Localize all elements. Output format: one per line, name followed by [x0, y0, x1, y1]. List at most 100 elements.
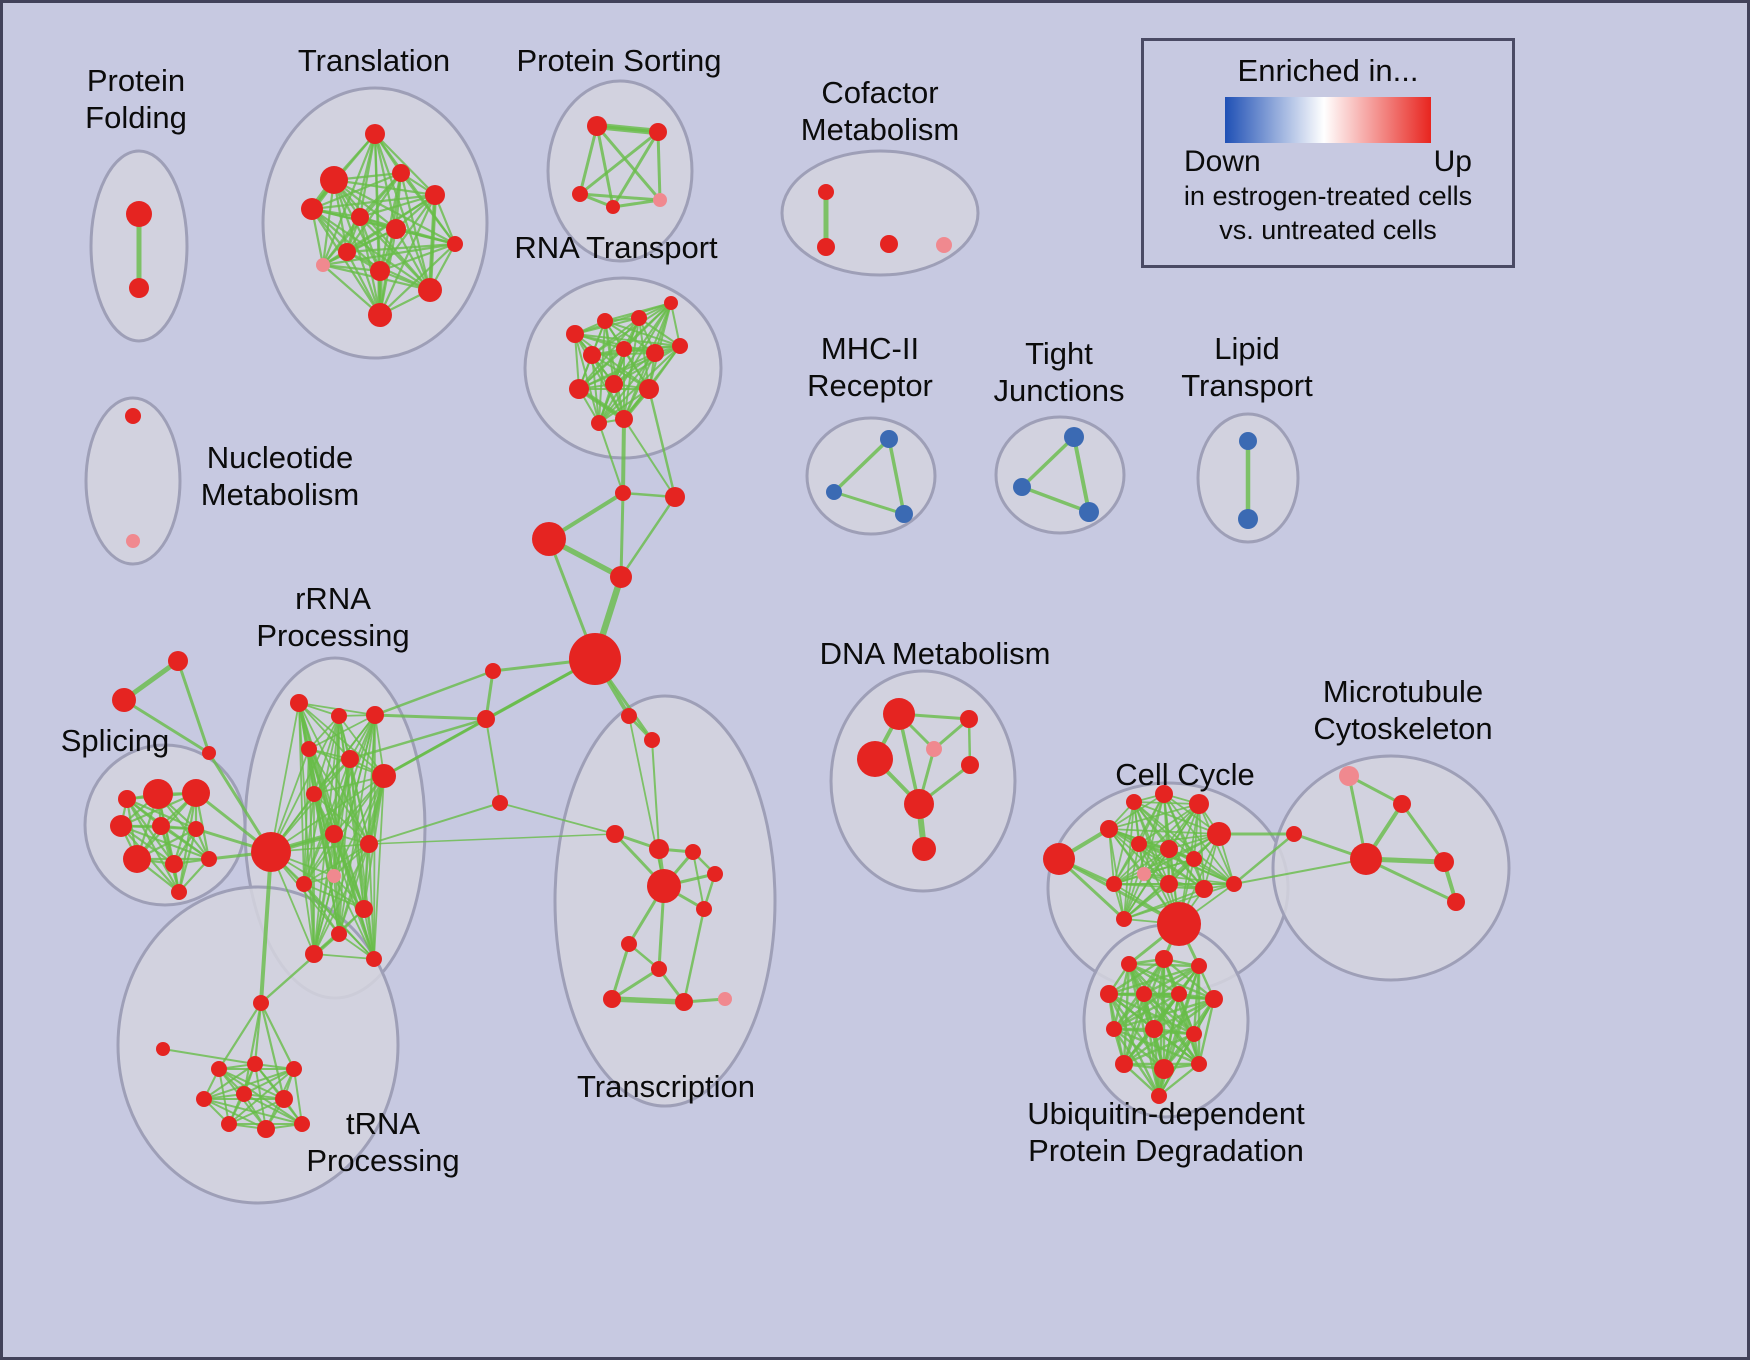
gene-set-node-rt3: [631, 310, 647, 326]
edge-mt4-cc14: [1233, 858, 1367, 885]
gene-set-node-nm2: [126, 534, 140, 548]
gene-set-node-tn2: [247, 1056, 263, 1072]
gene-set-node-rr9: [360, 835, 378, 853]
edge-rt13-cn1: [598, 422, 624, 494]
edge-rr3-rr8: [333, 714, 376, 835]
edge-cn7-rr3: [373, 713, 488, 721]
edge-rr3-rr4: [308, 714, 376, 750]
edge-cc2-cc4: [1108, 793, 1165, 830]
gene-set-node-sp1: [143, 779, 173, 809]
gene-set-node-mt3: [1286, 826, 1302, 842]
edge-cc5-cc13: [1198, 803, 1205, 890]
gene-set-node-mh1: [880, 430, 898, 448]
cluster-label-translation: Translation: [298, 43, 450, 78]
edge-cc7-cc15: [1123, 843, 1140, 920]
edge-tx2-tx4: [651, 739, 660, 850]
gene-set-node-cc5: [1189, 794, 1209, 814]
gene-set-node-sp6: [188, 821, 204, 837]
edge-sp6-sp10: [177, 827, 198, 894]
cluster-label-splicing: Splicing: [61, 723, 170, 758]
edge-ub10-ub11: [1122, 1032, 1196, 1066]
gene-set-node-rt2: [597, 313, 613, 329]
edge-rt8-rt10: [613, 345, 681, 385]
edge-mh2-mh3: [832, 490, 906, 516]
edge-rr11-rr13: [303, 883, 340, 935]
edge-ps1-ps2: [593, 122, 662, 136]
edge-rr7-rr15: [313, 793, 375, 960]
gene-set-node-ub7: [1205, 990, 1223, 1008]
gene-set-node-cn3: [532, 522, 566, 556]
gene-set-node-cc12: [1160, 875, 1178, 893]
gene-set-node-tg1: [168, 651, 188, 671]
gene-set-node-lp2: [1238, 509, 1258, 529]
edge-rt11-rt13: [598, 388, 650, 424]
edge-tl7-tl13: [394, 227, 457, 246]
edge-cc7-cc14: [1138, 843, 1235, 885]
edge-cc3-cc11: [1113, 801, 1135, 885]
cluster-ellipse-microtubule-cytoskeleton: [1271, 754, 1511, 982]
gene-set-node-dm4: [926, 741, 942, 757]
gene-set-node-tnL: [156, 1042, 170, 1056]
edge-cc14-cc15: [1123, 883, 1235, 920]
gene-set-node-tn3: [286, 1061, 302, 1077]
gene-set-node-cc7: [1131, 836, 1147, 852]
edge-cc6-cc11: [1113, 833, 1220, 885]
gene-set-node-mt2: [1393, 795, 1411, 813]
edge-rr6-rrH: [270, 775, 385, 853]
gene-set-node-tl9: [316, 258, 330, 272]
edge-rr6-rr7: [313, 775, 385, 795]
edge-tl4-tl11: [399, 171, 432, 292]
cluster-ellipse-trna-processing: [116, 885, 400, 1205]
edge-tl3-tl4: [310, 171, 403, 211]
gene-set-node-ub5: [1136, 986, 1152, 1002]
gene-set-node-ps2: [649, 123, 667, 141]
gene-set-node-pf1: [126, 201, 152, 227]
edge-rt11-cn2: [647, 387, 677, 499]
cluster-ellipse-cofactor-metabolism: [780, 149, 980, 277]
legend-caption-line-2: vs. untreated cells: [1219, 215, 1437, 245]
edge-tx9-tx10: [610, 967, 661, 1001]
edge-rt6-rt9: [578, 348, 625, 390]
gene-set-node-sp10: [171, 884, 187, 900]
gene-set-node-ub12: [1154, 1059, 1174, 1079]
gene-set-node-sp2: [182, 779, 210, 807]
edge-cc5-cc11: [1113, 803, 1200, 885]
gene-set-node-tl1: [365, 124, 385, 144]
gene-set-node-rr14: [305, 945, 323, 963]
gene-set-node-cf4: [936, 237, 952, 253]
edge-ub8-ub14: [1112, 1027, 1161, 1098]
edge-rr6-rr14: [313, 775, 385, 955]
edge-tl5-tl12: [378, 193, 437, 317]
gene-set-node-tl10: [370, 261, 390, 281]
gene-set-node-tj1: [1064, 427, 1084, 447]
edge-cn2-cn4: [619, 495, 677, 579]
edge-tg1-tg3: [176, 659, 211, 755]
edge-ps1-ps3: [578, 124, 599, 196]
gene-set-node-tx11: [675, 993, 693, 1011]
gene-set-node-tg2: [112, 688, 136, 712]
gene-set-node-nm1: [125, 408, 141, 424]
gene-set-node-tx4: [649, 839, 669, 859]
edge-rr8-rr11: [303, 833, 335, 885]
gene-set-node-rt9: [569, 379, 589, 399]
edge-rr11-rr12: [303, 883, 365, 910]
gene-set-node-ub11: [1115, 1055, 1133, 1073]
gene-set-node-rrH: [251, 832, 291, 872]
edge-tl2-tl9: [321, 178, 336, 267]
edge-tn2-tn4: [203, 1063, 256, 1100]
edge-rr13-tn0: [259, 932, 341, 1005]
gene-set-node-tl5: [425, 185, 445, 205]
cluster-ellipse-nucleotide-metabolism: [84, 396, 182, 566]
gene-set-node-sp4: [110, 815, 132, 837]
gene-set-node-tl2: [320, 166, 348, 194]
gene-set-node-ub2: [1155, 950, 1173, 968]
gene-set-node-tn5: [236, 1086, 252, 1102]
edge-ub1-ub8: [1112, 962, 1131, 1031]
edge-rr1-rrH: [270, 702, 300, 853]
edge-tn5-tn9: [243, 1093, 303, 1125]
